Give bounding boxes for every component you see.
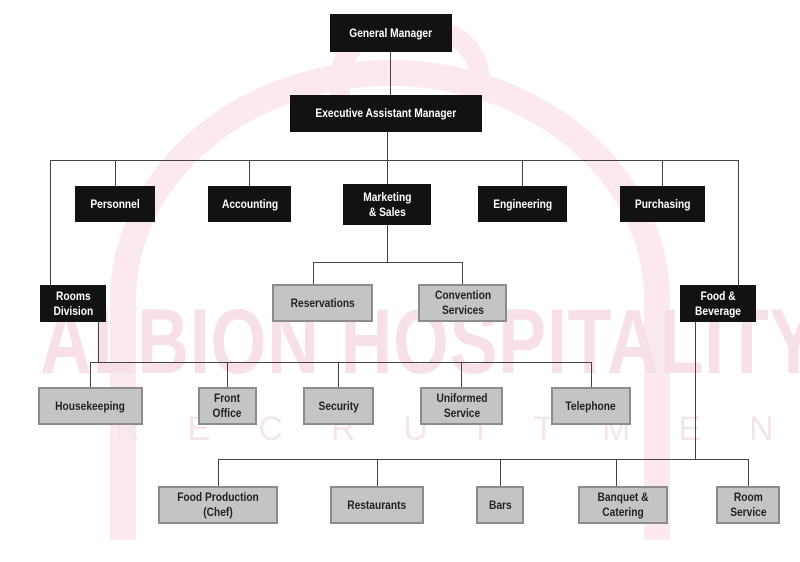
- connector: [90, 362, 591, 363]
- node-label: Restaurants: [347, 497, 407, 512]
- node-banquet-catering[interactable]: Banquet & Catering: [578, 486, 668, 524]
- connector: [748, 459, 749, 486]
- node-label: Banquet & Catering: [597, 490, 649, 519]
- connector: [218, 459, 219, 486]
- node-label: Executive Assistant Manager: [315, 106, 457, 120]
- node-label: Security: [318, 398, 359, 413]
- node-label: Reservations: [290, 295, 355, 310]
- connector: [98, 322, 99, 362]
- node-telephone[interactable]: Telephone: [551, 387, 631, 425]
- node-label: Personnel: [90, 196, 140, 211]
- connector: [90, 362, 91, 387]
- node-accounting[interactable]: Accounting: [208, 186, 291, 222]
- node-housekeeping[interactable]: Housekeeping: [38, 387, 143, 425]
- node-label: Room Service: [729, 490, 767, 519]
- node-label: Uniformed Service: [436, 391, 487, 420]
- connector: [387, 132, 388, 184]
- connector: [313, 262, 462, 263]
- connector: [390, 52, 391, 95]
- node-label: Convention Services: [434, 288, 491, 317]
- node-general-manager[interactable]: General Manager: [330, 14, 452, 52]
- node-marketing-sales[interactable]: Marketing & Sales: [343, 184, 431, 225]
- connector: [249, 160, 250, 186]
- connector: [227, 362, 228, 387]
- connector: [616, 459, 617, 486]
- connector: [462, 262, 463, 284]
- node-purchasing[interactable]: Purchasing: [620, 186, 705, 222]
- connector: [461, 362, 462, 387]
- node-label: Accounting: [221, 196, 278, 211]
- connector: [387, 225, 388, 262]
- connector: [50, 160, 738, 161]
- node-label: Engineering: [493, 196, 552, 211]
- connector: [313, 262, 314, 284]
- connector: [738, 160, 739, 285]
- connector: [591, 362, 592, 387]
- node-label: Rooms Division: [53, 288, 93, 318]
- node-label: Bars: [488, 497, 512, 512]
- node-food-production[interactable]: Food Production (Chef): [158, 486, 278, 524]
- node-executive-assistant-manager[interactable]: Executive Assistant Manager: [290, 95, 482, 132]
- node-convention-services[interactable]: Convention Services: [418, 284, 507, 322]
- node-personnel[interactable]: Personnel: [75, 186, 155, 222]
- node-engineering[interactable]: Engineering: [478, 186, 567, 222]
- node-label: Telephone: [565, 398, 617, 413]
- connector: [695, 322, 696, 459]
- node-label: General Manager: [349, 25, 433, 40]
- node-label: Housekeeping: [55, 398, 126, 413]
- node-security[interactable]: Security: [303, 387, 374, 425]
- node-bars[interactable]: Bars: [476, 486, 524, 524]
- node-restaurants[interactable]: Restaurants: [330, 486, 424, 524]
- connector: [522, 160, 523, 186]
- node-rooms-division[interactable]: Rooms Division: [40, 285, 106, 322]
- connector: [377, 459, 378, 486]
- node-uniformed-service[interactable]: Uniformed Service: [420, 387, 503, 425]
- connector: [500, 459, 501, 486]
- connector: [50, 160, 51, 285]
- connector: [218, 459, 748, 460]
- node-food-beverage[interactable]: Food & Beverage: [680, 285, 756, 322]
- node-label: Food & Beverage: [695, 288, 741, 318]
- node-label: Food Production (Chef): [177, 490, 259, 519]
- node-room-service[interactable]: Room Service: [716, 486, 780, 524]
- connector: [115, 160, 116, 186]
- node-front-office[interactable]: Front Office: [198, 387, 257, 425]
- node-label: Front Office: [213, 391, 242, 420]
- connector: [662, 160, 663, 186]
- connector: [338, 362, 339, 387]
- node-label: Marketing & Sales: [362, 189, 412, 219]
- node-reservations[interactable]: Reservations: [272, 284, 373, 322]
- node-label: Purchasing: [634, 196, 691, 211]
